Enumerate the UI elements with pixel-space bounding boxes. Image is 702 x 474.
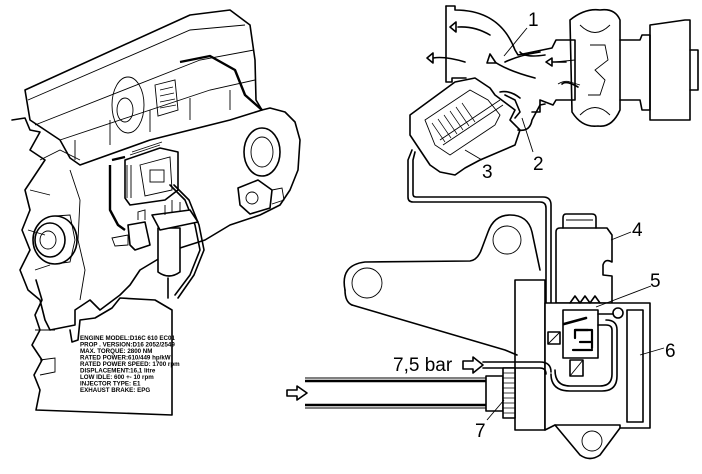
- pressure-label: 7,5 bar: [393, 355, 453, 376]
- control-valve-assembly: [514, 213, 651, 460]
- pressure-arrow-icon: [462, 356, 484, 374]
- callout-5: 5: [650, 271, 661, 292]
- valve-block: [111, 209, 151, 251]
- crankshaft-pulley: [32, 214, 78, 265]
- engine-control-unit: [124, 141, 179, 206]
- callout-7: 7: [475, 421, 486, 442]
- exhaust-pressure-governor: [407, 77, 561, 325]
- callout-3: 3: [482, 162, 493, 183]
- flow-arrow-icon: [457, 26, 491, 36]
- flow-arrow-icon: [491, 59, 536, 79]
- air-inlet-arrow-icon: [286, 385, 308, 401]
- callout-4: 4: [632, 220, 643, 241]
- callout-2: 2: [533, 154, 544, 175]
- callout-1: 1: [528, 10, 539, 31]
- leader-lines: [464, 27, 665, 421]
- plate-line: MAX. TORQUE: 2800 NM: [80, 348, 152, 355]
- plate-line: ENGINE MODEL:D16C 610 EC01: [80, 335, 175, 342]
- turbocharger: [545, 8, 699, 128]
- plate-line: EXHAUST BRAKE: EPG: [80, 387, 150, 394]
- callout-labels: 1 2 3 4 5 6 7 7,5 bar: [393, 10, 676, 442]
- electrical-connector: [626, 309, 644, 423]
- exhaust-pipe-bend: [426, 5, 576, 113]
- flow-arrow-icon: [432, 56, 466, 63]
- fuel-filter: [151, 200, 199, 299]
- plate-line: PROP . VERSION:D16 2052/2549: [80, 342, 175, 349]
- engine-identification-plate: ENGINE MODEL:D16C 610 EC01 PROP . VERSIO…: [80, 335, 180, 394]
- fuel-pump: [237, 127, 285, 215]
- plate-line: RATED POWER:610/449 hp/kW: [80, 355, 171, 362]
- mounting-bracket: [343, 214, 541, 356]
- pressure-supply-line: [462, 356, 552, 375]
- plate-line: DISPLACEMENT:16,1 litre: [80, 368, 156, 375]
- plate-line: INJECTOR TYPE: E1: [80, 381, 141, 388]
- air-supply-fitting: [286, 367, 516, 419]
- engine-illustration: [11, 9, 301, 416]
- plate-line: LOW IDLE: 600 +- 10 rpm: [80, 374, 154, 381]
- callout-6: 6: [665, 341, 676, 362]
- plate-line: RATED POWER SPEED: 1700 rpm: [80, 361, 180, 368]
